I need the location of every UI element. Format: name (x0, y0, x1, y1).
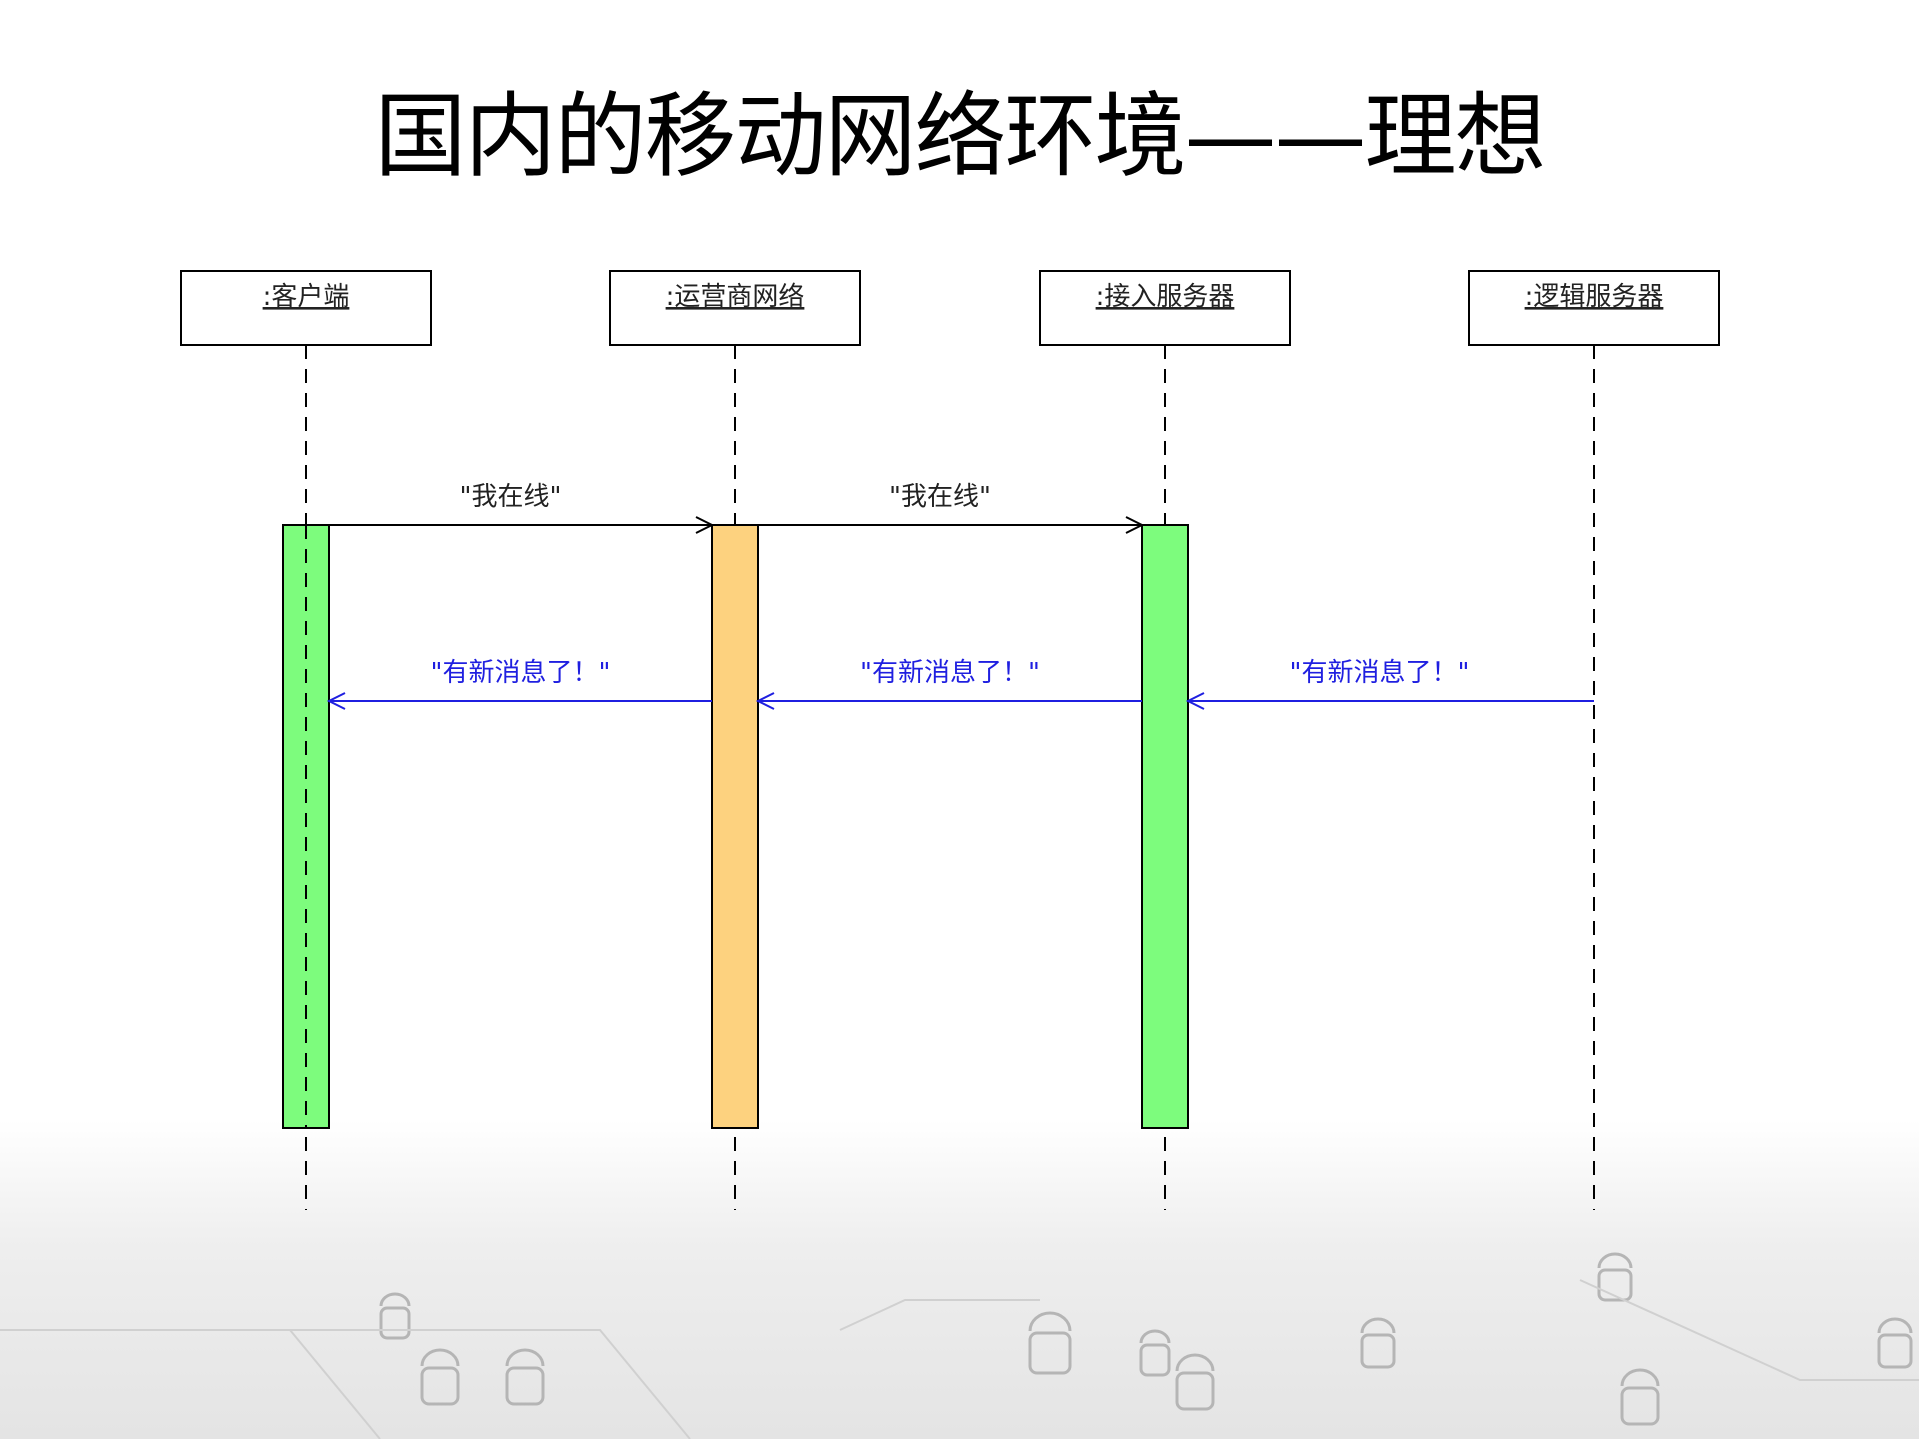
activation-bar-access (1141, 524, 1189, 1129)
message-label-access-to-carrier: "有新消息了！" (860, 658, 1040, 688)
participant-label-carrier: :运营商网络 (666, 282, 805, 312)
participant-box-carrier (609, 270, 861, 346)
participant-box-logic (1468, 270, 1720, 346)
message-label-carrier-to-access: "我在线" (889, 482, 991, 512)
activation-bar-carrier (711, 524, 759, 1129)
participant-box-client (180, 270, 432, 346)
message-label-carrier-to-client: "有新消息了！" (431, 658, 611, 688)
message-label-client-to-carrier: "我在线" (460, 482, 562, 512)
participant-label-logic: :逻辑服务器 (1525, 282, 1664, 312)
android-mascot-decoration (379, 1252, 1913, 1426)
floor-step-decoration (0, 1279, 1919, 1439)
participant-box-access (1039, 270, 1291, 346)
participant-label-access: :接入服务器 (1096, 282, 1235, 312)
slide-title: 国内的移动网络环境——理想 (374, 83, 1546, 190)
message-label-logic-to-access: "有新消息了！" (1290, 658, 1470, 688)
participant-label-client: :客户端 (263, 282, 350, 312)
